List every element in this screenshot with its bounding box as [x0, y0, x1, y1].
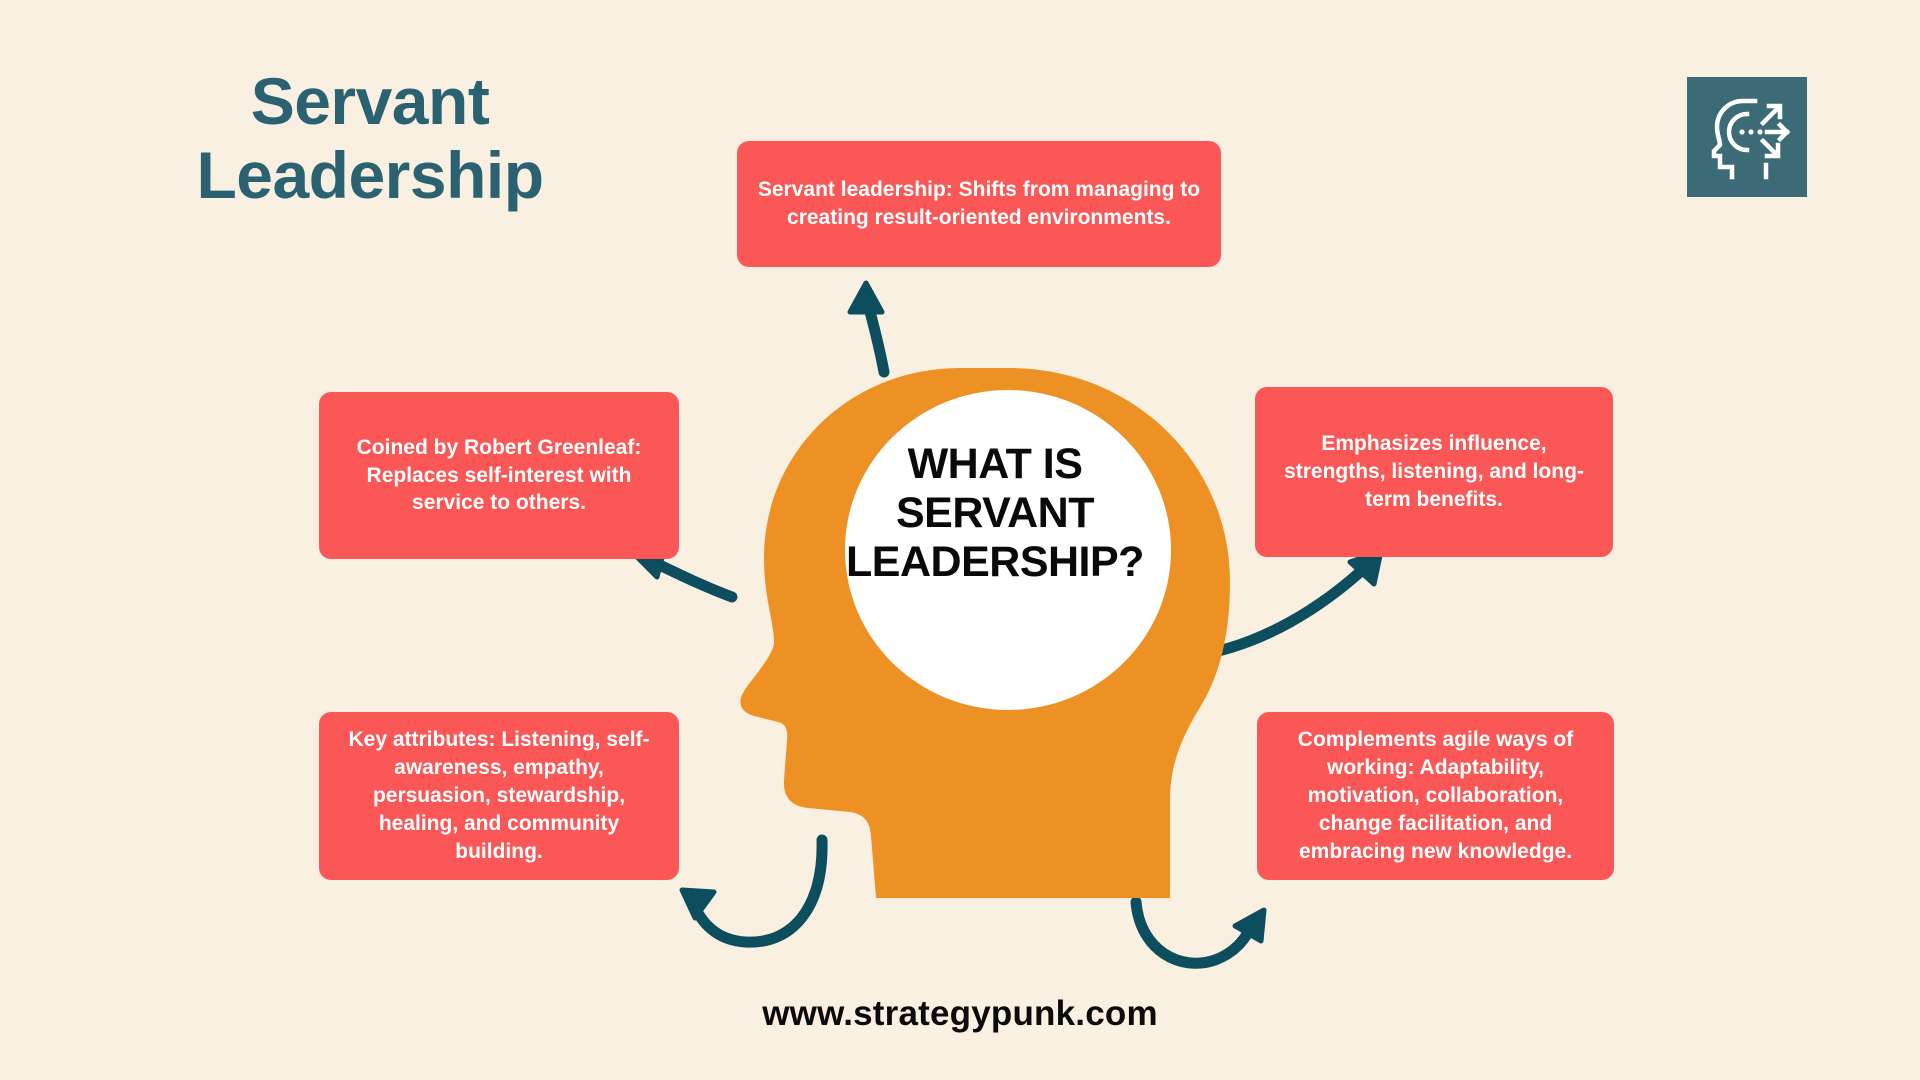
card-right-mid-text: Emphasizes influence, strengths, listeni… [1284, 432, 1584, 511]
brain-bubble [845, 390, 1171, 710]
head-with-arrows-icon [1711, 98, 1791, 180]
card-left-mid[interactable]: Coined by Robert Greenleaf: Replaces sel… [319, 392, 679, 559]
head-silhouette-graphic [730, 360, 1250, 900]
center-question-line-1: WHAT IS [907, 440, 1083, 488]
arrow-to-top-card-head [847, 280, 885, 315]
card-right-bottom-text: Complements agile ways of working: Adapt… [1297, 728, 1574, 863]
arrow-to-right-bottom-card-shaft [1130, 896, 1260, 969]
card-top[interactable]: Servant leadership: Shifts from managing… [737, 141, 1221, 267]
card-left-bottom[interactable]: Key attributes: Listening, self-awarenes… [319, 712, 679, 880]
page-title-line-2: Leadership [196, 137, 544, 212]
card-right-bottom[interactable]: Complements agile ways of working: Adapt… [1257, 712, 1614, 880]
brand-logo [1687, 77, 1807, 197]
card-left-mid-text: Coined by Robert Greenleaf: Replaces sel… [356, 435, 642, 515]
card-right-mid[interactable]: Emphasizes influence, strengths, listeni… [1255, 387, 1613, 557]
footer-url[interactable]: www.strategypunk.com [762, 994, 1158, 1033]
page-title-line-1: Servant [250, 64, 490, 138]
head-profile-icon [740, 368, 1230, 898]
arrow-to-left-bottom-card-head [679, 887, 717, 921]
card-left-bottom-text: Key attributes: Listening, self-awarenes… [348, 728, 650, 863]
arrow-to-left-mid-card-shaft [639, 552, 738, 603]
arrow-to-right-bottom-card-head [1232, 907, 1267, 944]
page-title: Servant Leadership [110, 64, 630, 213]
card-top-text: Servant leadership: Shifts from managing… [757, 178, 1201, 229]
center-question: WHAT IS SERVANT LEADERSHIP? [830, 440, 1160, 587]
center-question-line-2: SERVANT [896, 489, 1095, 538]
center-question-line-3: LEADERSHIP? [846, 538, 1144, 587]
